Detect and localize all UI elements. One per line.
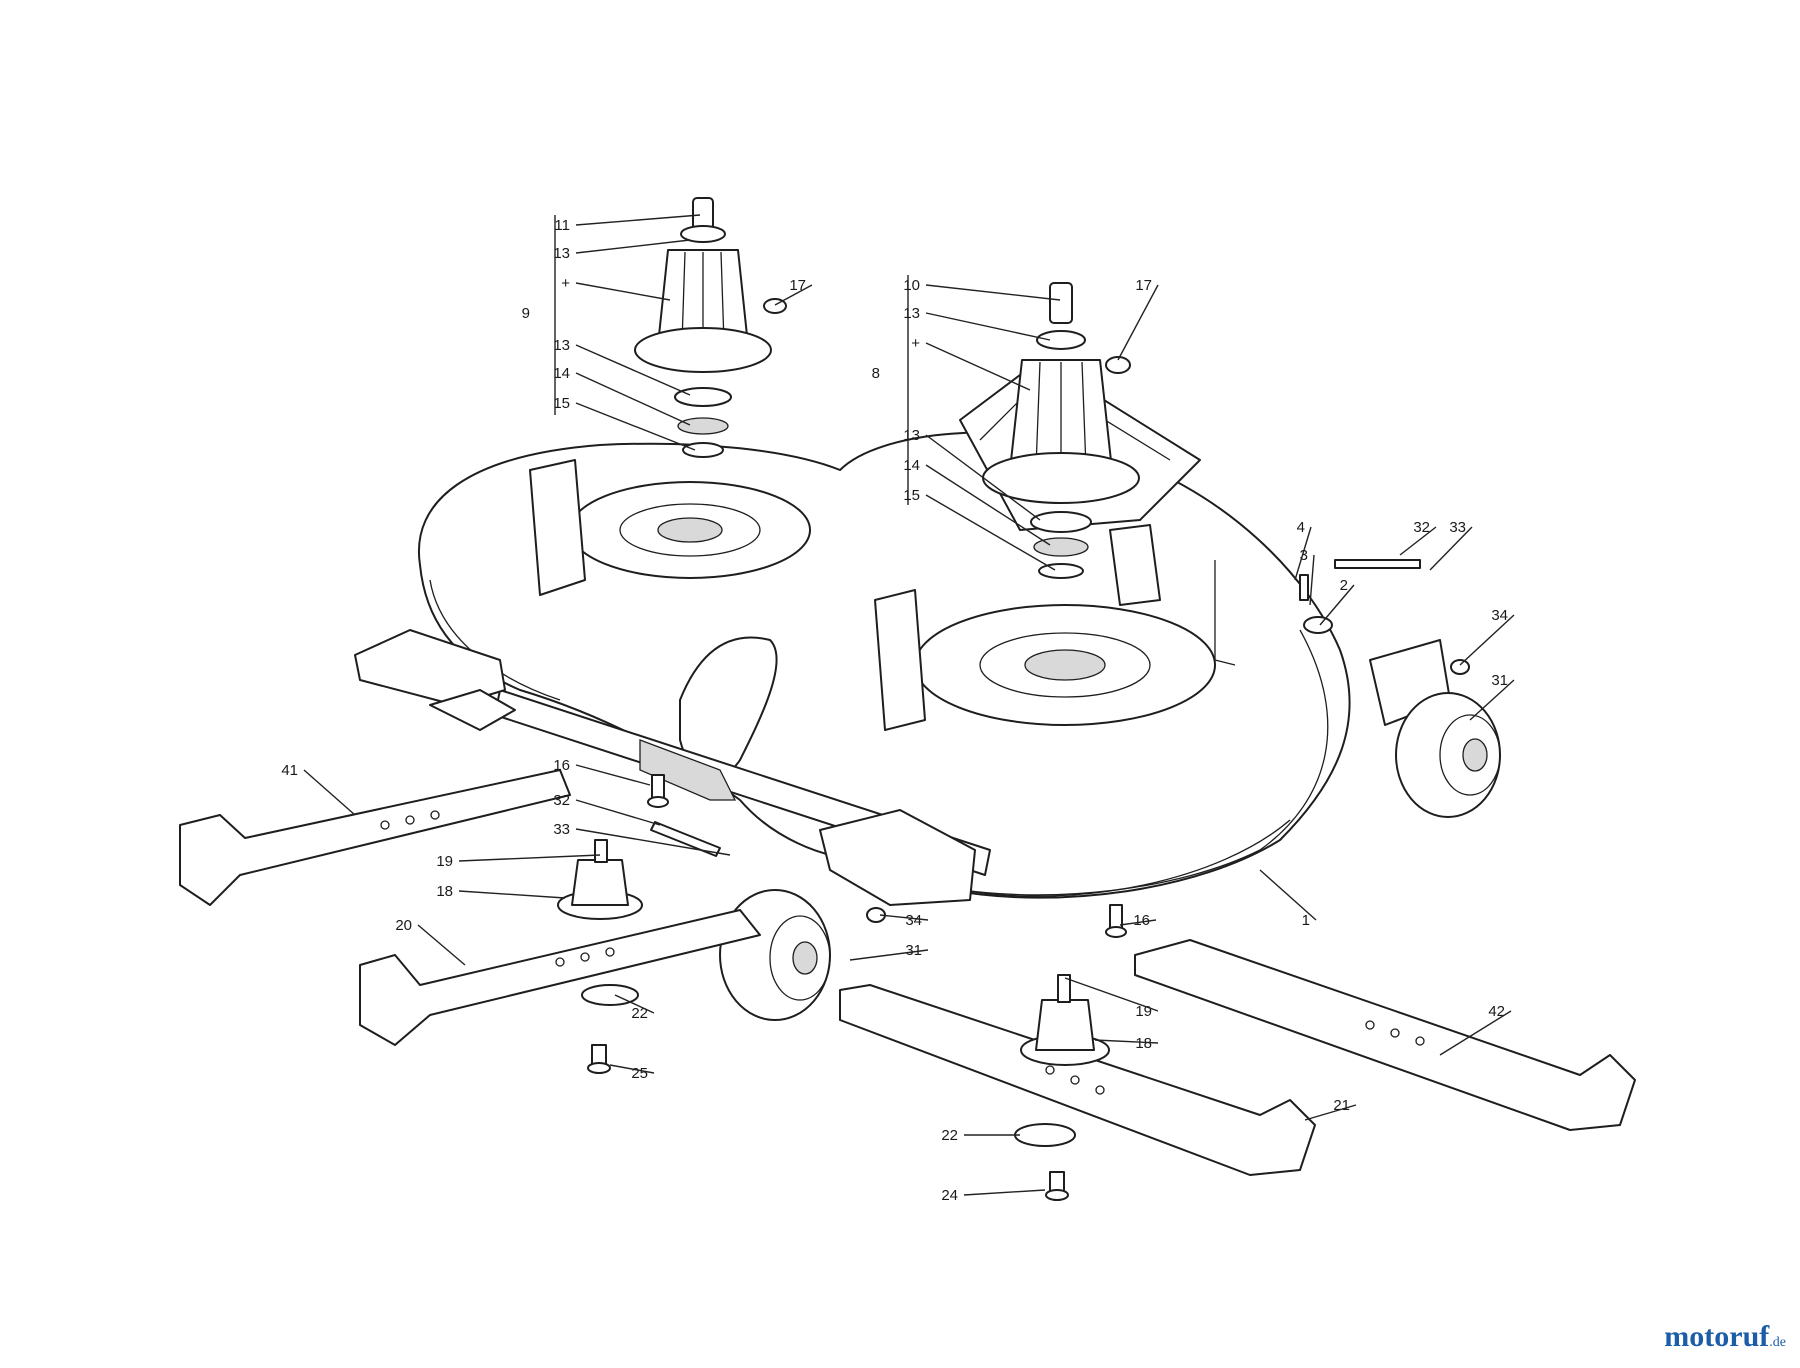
callout-label: 32 <box>1413 519 1430 536</box>
callout-leader-line <box>1117 284 1159 361</box>
callout-leader-line <box>575 282 671 301</box>
callout-leader-line <box>1294 526 1312 581</box>
callout-label: 32 <box>553 792 570 809</box>
callout-label: + <box>911 335 920 352</box>
callout-label: 42 <box>1488 1003 1505 1020</box>
watermark-brand: motoruf <box>1664 1320 1770 1353</box>
callout-label: 34 <box>1491 607 1508 624</box>
callout-label: 18 <box>1135 1035 1152 1052</box>
callout-leader-line <box>575 214 701 226</box>
callout-leader-line <box>614 994 655 1014</box>
callout-label: 11 <box>554 217 570 234</box>
callout-leader-line <box>575 828 731 856</box>
callout-label: 17 <box>789 277 806 294</box>
blade-20 <box>359 909 761 1046</box>
callout-leader-line <box>1119 919 1157 926</box>
callout-label: 41 <box>281 762 298 779</box>
callout-label: 13 <box>903 305 920 322</box>
callout-leader-line <box>417 924 466 966</box>
callout-label: 31 <box>905 942 922 959</box>
callout-label: 34 <box>905 912 922 929</box>
callout-leader-line <box>1429 526 1473 571</box>
callout-leader-line <box>1469 679 1515 721</box>
callout-label: 9 <box>522 305 530 322</box>
callout-label: 19 <box>436 853 453 870</box>
callout-leader-line <box>925 464 1051 546</box>
callout-leader-line <box>849 949 929 961</box>
callout-leader-line <box>458 890 566 899</box>
callout-leader-line <box>575 764 651 786</box>
callout-label: 33 <box>1449 519 1466 536</box>
callout-label: 31 <box>1491 672 1508 689</box>
callout-leader-line <box>575 402 696 451</box>
left-spindle-assembly <box>634 197 787 458</box>
callout-leader-line <box>1094 1039 1159 1044</box>
callout-leader-line <box>925 434 1041 521</box>
callout-label: 22 <box>941 1127 958 1144</box>
right-gauge-wheel <box>1369 639 1501 818</box>
callout-leader-line <box>925 284 1061 301</box>
callout-leader-line <box>609 1064 655 1074</box>
callout-leader-line <box>575 799 661 826</box>
callout-leader-line <box>963 1189 1046 1196</box>
callout-leader-line <box>1399 526 1437 556</box>
callout-leader-line <box>879 914 929 921</box>
callout-leader-line <box>1064 977 1159 1012</box>
callout-label: 3 <box>1300 547 1308 564</box>
assembly-brackets <box>554 215 909 505</box>
callout-leader-line <box>1459 614 1515 666</box>
callout-label: 10 <box>903 277 920 294</box>
callout-label: 17 <box>1135 277 1152 294</box>
callout-label: 22 <box>631 1005 648 1022</box>
blade-21 <box>839 984 1316 1176</box>
blade-adapters-and-hardware <box>557 559 1421 1201</box>
callout-label: 16 <box>1133 912 1150 929</box>
right-spindle-assembly <box>982 282 1140 579</box>
watermark-tld: .de <box>1769 1335 1786 1350</box>
callout-label: 18 <box>436 883 453 900</box>
callout-label: 25 <box>631 1065 648 1082</box>
callout-label: 13 <box>553 337 570 354</box>
callout-leader-line <box>575 239 691 254</box>
callout-leader-line <box>1304 1104 1357 1121</box>
callout-leader-line <box>925 342 1031 391</box>
callout-label: 14 <box>553 365 570 382</box>
callout-label: 33 <box>553 821 570 838</box>
callout-leader-line <box>1439 1010 1512 1056</box>
callout-leader-line <box>1259 869 1317 921</box>
callout-label: 16 <box>553 757 570 774</box>
callout-label: 13 <box>903 427 920 444</box>
callout-leader-line <box>575 372 691 426</box>
callout-label: 8 <box>872 365 880 382</box>
callout-label: 15 <box>553 395 570 412</box>
front-hanger-bar <box>354 629 991 906</box>
callout-label: 20 <box>395 917 412 934</box>
callout-leader-line <box>925 494 1056 571</box>
callout-leader-line <box>303 769 356 816</box>
callout-label: 14 <box>903 457 920 474</box>
blade-41 <box>179 769 571 906</box>
callout-leader-line <box>458 854 601 862</box>
callout-label: 15 <box>903 487 920 504</box>
blade-42 <box>1134 939 1636 1131</box>
callout-label: 13 <box>553 245 570 262</box>
callout-label: 1 <box>1302 912 1310 929</box>
callout-label: 24 <box>941 1187 958 1204</box>
callout-leader-line <box>575 344 691 396</box>
callout-label: 2 <box>1340 577 1348 594</box>
callout-leader-line <box>774 284 813 306</box>
callout-label: 4 <box>1297 519 1305 536</box>
callout-leader-line <box>925 312 1051 341</box>
callout-leader-line <box>1319 584 1355 626</box>
callout-label: + <box>561 275 570 292</box>
callout-leader-line <box>1309 554 1315 606</box>
watermark-logo: motoruf.de <box>1664 1320 1786 1354</box>
